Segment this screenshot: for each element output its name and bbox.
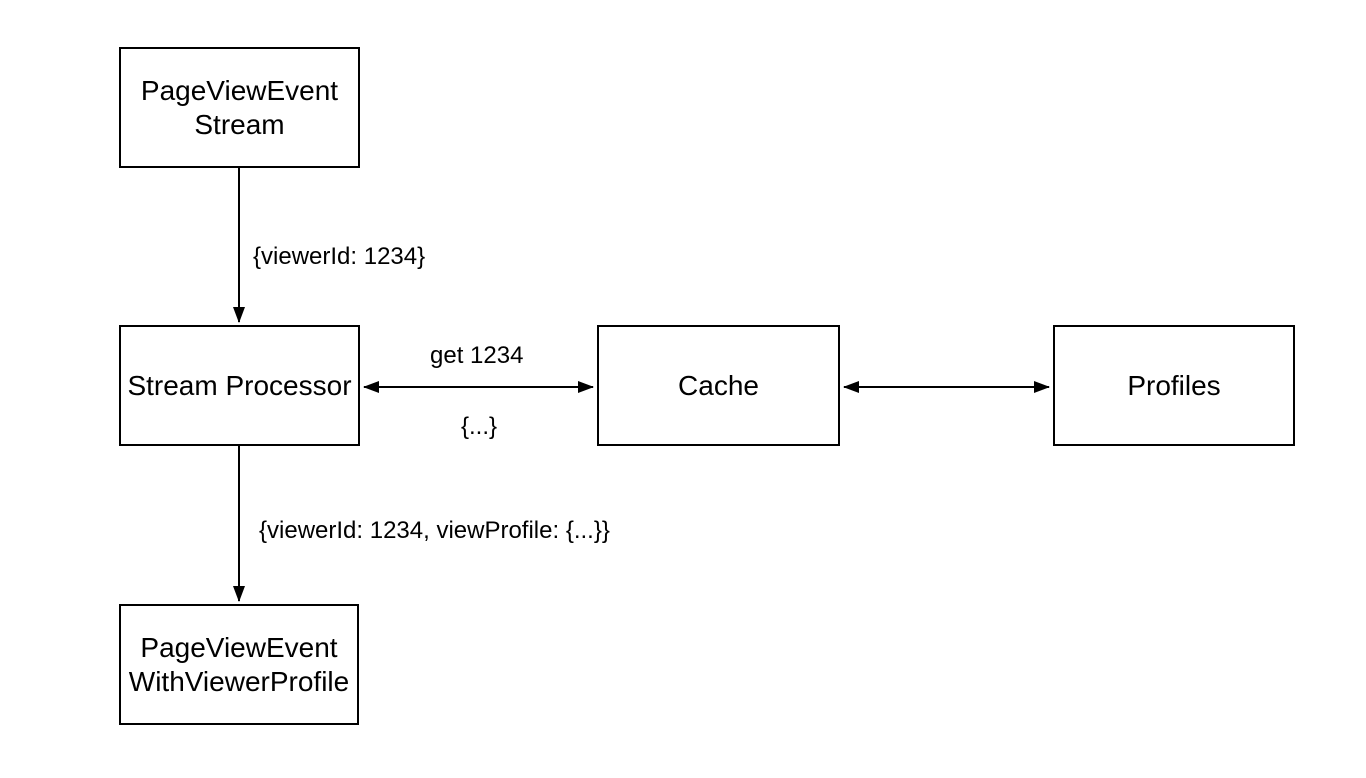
edge-label-cache-response: {...} <box>461 413 498 442</box>
node-page-view-event-stream: PageViewEvent Stream <box>119 47 360 168</box>
edge-label-enriched-event: {viewerId: 1234, viewProfile: {...}} <box>259 517 610 546</box>
node-label: PageViewEvent WithViewerProfile <box>128 631 350 697</box>
node-stream-processor: Stream Processor <box>119 325 360 446</box>
node-label: Cache <box>678 369 759 401</box>
node-label: Stream Processor <box>127 369 352 401</box>
node-profiles: Profiles <box>1053 325 1295 446</box>
node-page-view-event-with-viewer-profile: PageViewEvent WithViewerProfile <box>119 604 359 725</box>
node-label: PageViewEvent Stream <box>140 74 339 140</box>
edge-label-viewer-id: {viewerId: 1234} <box>253 243 426 272</box>
edge-label-get-request: get 1234 <box>430 342 524 371</box>
node-cache: Cache <box>597 325 840 446</box>
node-label: Profiles <box>1127 369 1221 401</box>
